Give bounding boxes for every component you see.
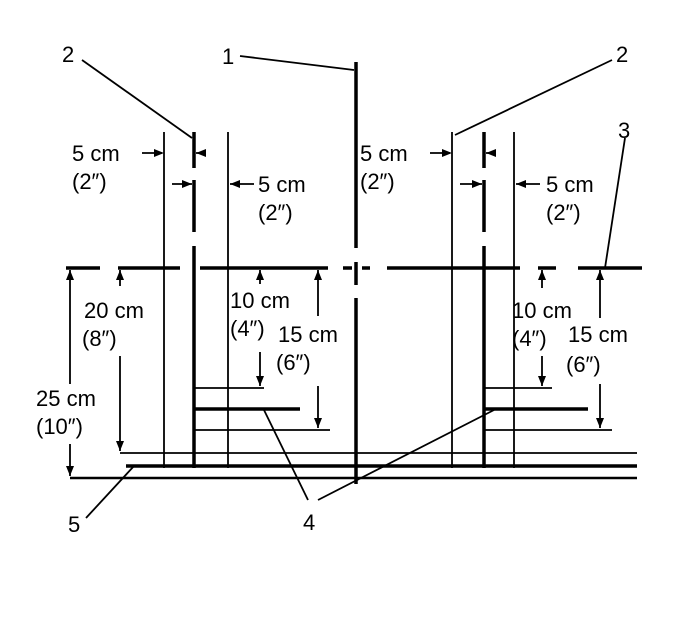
right-d15-inch: (6″) <box>566 352 601 377</box>
leader-4-left <box>263 409 309 501</box>
right-d10-inch: (4″) <box>512 326 547 351</box>
leader-3 <box>604 137 626 269</box>
callout-4: 4 <box>303 510 315 535</box>
left-gap-b-inch: (2″) <box>258 200 293 225</box>
left-gap-a-inch: (2″) <box>72 169 107 194</box>
leader-2-left <box>81 59 193 139</box>
left-d15-inch: (6″) <box>276 350 311 375</box>
left-d15-label: 15 cm <box>278 322 338 347</box>
right-gap-b-inch: (2″) <box>546 200 581 225</box>
callout-5: 5 <box>68 512 80 537</box>
d20-label: 20 cm <box>84 298 144 323</box>
left-d10-inch: (4″) <box>230 316 265 341</box>
callout-3: 3 <box>618 118 630 143</box>
dim-20cm-arrow <box>116 270 124 451</box>
dim-arrows-left-a <box>142 149 206 157</box>
left-gap-b-label: 5 cm <box>258 172 306 197</box>
callout-1: 1 <box>222 44 234 69</box>
dim-25cm-arrow <box>66 270 74 476</box>
right-gap-b-label: 5 cm <box>546 172 594 197</box>
d20-inch: (8″) <box>82 326 117 351</box>
dim-right-10cm-arrow <box>538 270 546 386</box>
right-gap-a-label: 5 cm <box>360 141 408 166</box>
right-gap-a-inch: (2″) <box>360 169 395 194</box>
callout-2-right: 2 <box>616 42 628 67</box>
d25-label: 25 cm <box>36 386 96 411</box>
dim-arrows-right-a <box>430 149 496 157</box>
left-d10-label: 10 cm <box>230 288 290 313</box>
dim-right-15cm-arrow <box>596 270 604 428</box>
leader-5 <box>85 465 135 519</box>
leader-4-right <box>317 409 495 501</box>
callout-2-left: 2 <box>62 42 74 67</box>
dim-left-15cm-arrow <box>314 270 322 428</box>
left-gap-a-label: 5 cm <box>72 141 120 166</box>
dim-left-10cm-arrow <box>256 270 264 386</box>
d25-inch: (10″) <box>36 414 83 439</box>
dim-arrows-left-b <box>172 180 254 188</box>
right-d10-label: 10 cm <box>512 298 572 323</box>
right-d15-label: 15 cm <box>568 322 628 347</box>
leader-2-right <box>454 59 613 136</box>
dim-arrows-right-b <box>460 180 540 188</box>
leader-1 <box>239 55 355 71</box>
